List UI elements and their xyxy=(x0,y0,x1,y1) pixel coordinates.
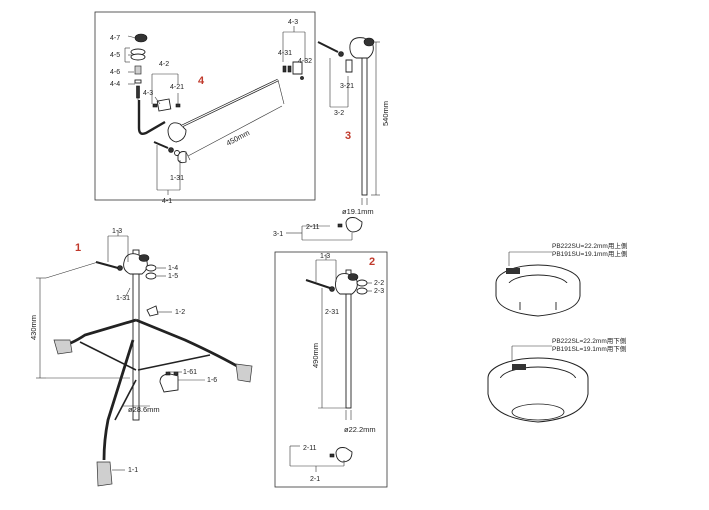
section-4-frame xyxy=(94,11,316,201)
section-1-tripod xyxy=(36,230,253,487)
part-label: 4-21 xyxy=(170,84,184,91)
part-label: 4-5 xyxy=(110,52,120,59)
part-label: 4-3 xyxy=(288,19,298,26)
ring-lower-note-1: PB222SL=22.2mm用下側 xyxy=(552,337,627,345)
section-2-rod xyxy=(289,254,372,472)
section-4-leaders xyxy=(124,26,306,195)
part-label: 2-31 xyxy=(325,309,339,316)
part-label: 4-31 xyxy=(278,50,292,57)
part-label: 4-3 xyxy=(143,90,153,97)
ring-upper-note-1: PB222SU=22.2mm用上側 xyxy=(552,241,628,250)
section-3-rod xyxy=(286,37,380,241)
ring-upper-note-2: PB191SU=19.1mm用上側 xyxy=(552,249,628,258)
dimension-490mm: 490mm xyxy=(311,343,320,368)
section-2-frame xyxy=(274,251,388,488)
part-label: 1-6 xyxy=(207,377,217,384)
part-label: 1-61 xyxy=(183,369,197,376)
ring-upper xyxy=(495,251,581,317)
part-label: 1-2 xyxy=(175,309,185,316)
dimension-dia-22-2mm: ø22.2mm xyxy=(344,425,376,434)
dimension-450mm: 450mm xyxy=(225,128,251,148)
part-label: 3-2 xyxy=(334,110,344,117)
part-label: 4-32 xyxy=(298,58,312,65)
ring-lower xyxy=(487,345,589,423)
part-label: 3-1 xyxy=(273,231,283,238)
part-label: 4-2 xyxy=(159,61,169,68)
part-label: 1-3 xyxy=(112,228,122,235)
part-label: 4-1 xyxy=(162,198,172,205)
ring-lower-note-2: PB191SL=19.1mm用下側 xyxy=(552,345,627,353)
part-label: 1-4 xyxy=(168,265,178,272)
section-number-1: 1 xyxy=(75,242,81,254)
section-number-4: 4 xyxy=(198,75,205,87)
part-label: 1-1 xyxy=(128,467,138,474)
part-label: 4-6 xyxy=(110,69,120,76)
section-number-3: 3 xyxy=(345,130,351,142)
dimension-540mm: 540mm xyxy=(381,101,390,126)
part-label: 1-3 xyxy=(320,253,330,260)
part-label: 2-2 xyxy=(374,280,384,287)
part-label: 2-11 xyxy=(306,224,320,231)
part-label: 1-31 xyxy=(116,295,130,302)
dimension-430mm: 430mm xyxy=(29,315,38,340)
dimension-dia-19-1mm: ø19.1mm xyxy=(342,207,374,216)
part-label: 2-3 xyxy=(374,288,384,295)
part-label: 4-4 xyxy=(110,81,120,88)
part-label: 3-21 xyxy=(340,83,354,90)
part-label: 2-1 xyxy=(310,476,320,483)
part-label: 2-11 xyxy=(303,445,317,452)
section-4-boom-arm xyxy=(130,33,304,164)
part-label: 1-5 xyxy=(168,273,178,280)
section-number-2: 2 xyxy=(369,256,375,268)
dimension-dia-28-6mm: ø28.6mm xyxy=(128,405,160,414)
part-label: 1-31 xyxy=(170,175,184,182)
part-label: 4-7 xyxy=(110,35,120,42)
